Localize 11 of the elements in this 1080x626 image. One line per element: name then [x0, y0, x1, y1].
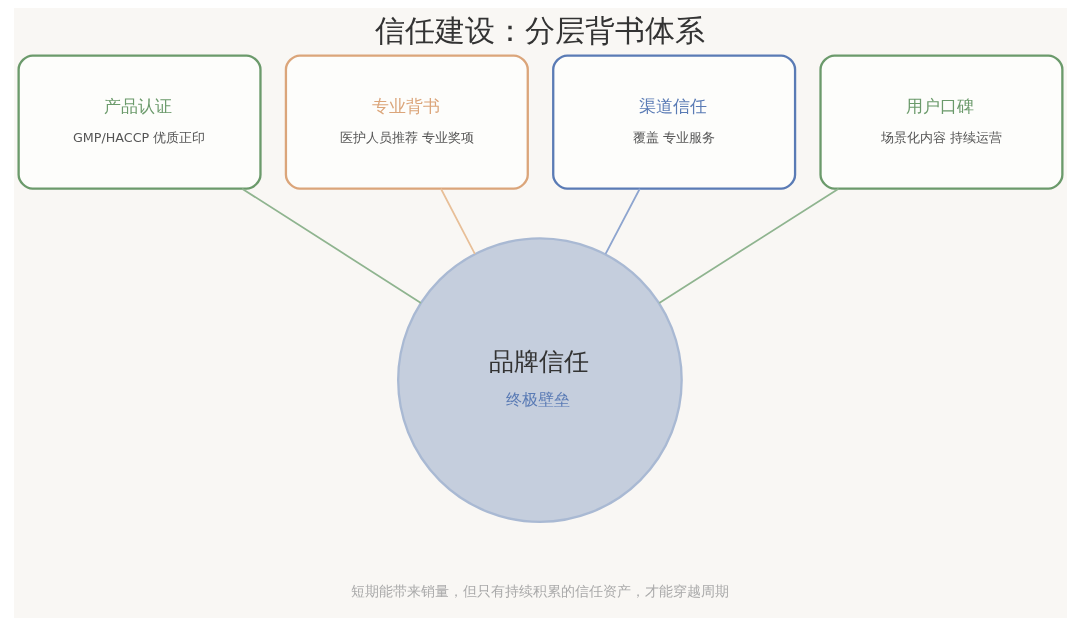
node-circle: 品牌信任 终极壁垒: [396, 237, 683, 523]
node-box: 用户口碑 场景化内容 持续运营: [818, 54, 1064, 190]
connector: [604, 187, 641, 255]
diagram-title: 信任建设：分层背书体系: [375, 13, 705, 49]
connector: [439, 187, 476, 255]
caption: 短期能带来销量，但只有持续积累的信任资产，才能穿越周期: [350, 583, 729, 600]
node-box: 渠道信任 覆盖 专业服务: [551, 54, 796, 190]
node-box: 产品认证 GMP/HACCP 优质正印: [16, 54, 262, 190]
connector: [657, 187, 839, 304]
connector: [240, 187, 422, 304]
node-box: 专业背书 医护人员推荐 专业奖项: [284, 54, 529, 190]
